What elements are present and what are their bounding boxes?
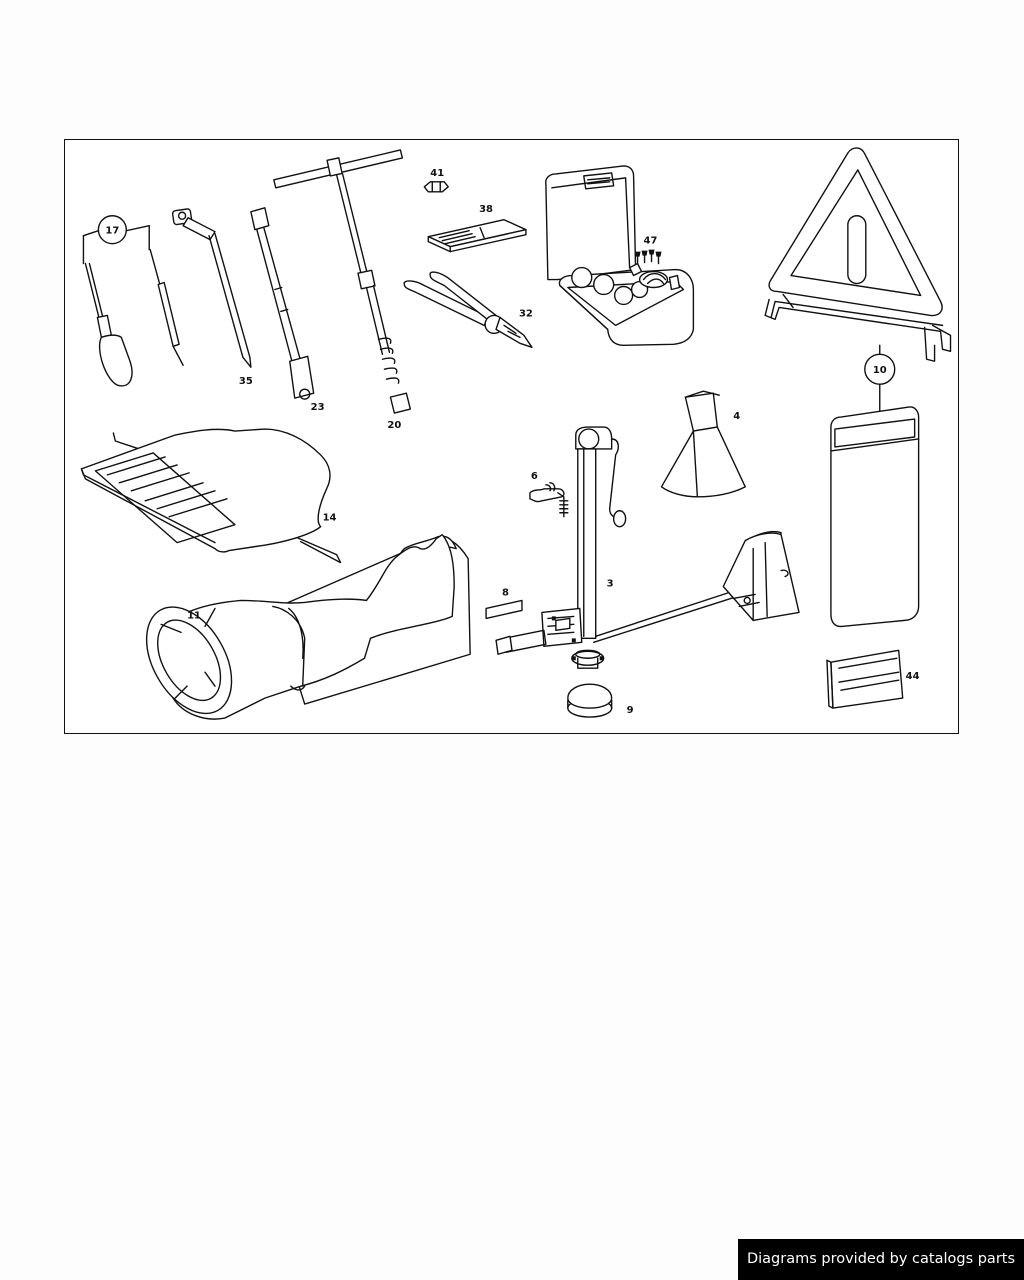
bulb-kit-47 <box>545 165 695 347</box>
part-label-10: 10 <box>873 365 887 376</box>
crank-handle-6 <box>529 482 569 518</box>
warning-triangle <box>764 147 952 362</box>
fuse-41 <box>423 181 449 193</box>
part-label-3: 3 <box>607 578 614 589</box>
part-label-23: 23 <box>311 402 325 413</box>
part-label-14: 14 <box>323 513 337 524</box>
warning-triangle-case-10 <box>830 344 920 628</box>
part-label-20: 20 <box>387 420 401 431</box>
tool-roll-14 <box>80 428 342 564</box>
part-label-6: 6 <box>531 471 538 482</box>
part-label-44: 44 <box>906 671 920 682</box>
screwdriver-set-17 <box>82 215 184 387</box>
jack-stand <box>722 531 800 622</box>
part-label-4: 4 <box>733 411 740 422</box>
part-label-35: 35 <box>239 376 253 387</box>
vehicle-jack-3 <box>495 426 738 669</box>
part-label-8: 8 <box>502 587 509 598</box>
pliers-32 <box>403 271 533 348</box>
part-label-41: 41 <box>430 168 444 179</box>
lug-wrench-35 <box>171 208 252 368</box>
part-label-38: 38 <box>479 204 493 215</box>
jack-bag-11 <box>145 533 471 720</box>
label-sticker-8 <box>485 599 523 620</box>
part-label-32: 32 <box>519 308 533 319</box>
booklet-44 <box>826 649 904 709</box>
jack-pad-9 <box>567 683 613 718</box>
part-label-9: 9 <box>627 705 634 716</box>
credit-banner: Diagrams provided by catalogs parts <box>738 1239 1024 1280</box>
part-label-11: 11 <box>187 610 201 621</box>
extension-bar-23 <box>250 207 315 400</box>
wheel-chock-4 <box>660 390 746 498</box>
part-label-17: 17 <box>105 226 119 237</box>
part-label-47: 47 <box>644 236 658 247</box>
fuse-card-38 <box>427 219 527 253</box>
t-handle-wrench-20 <box>273 149 412 414</box>
parts-diagram: 17 35 23 20 41 <box>64 139 959 734</box>
